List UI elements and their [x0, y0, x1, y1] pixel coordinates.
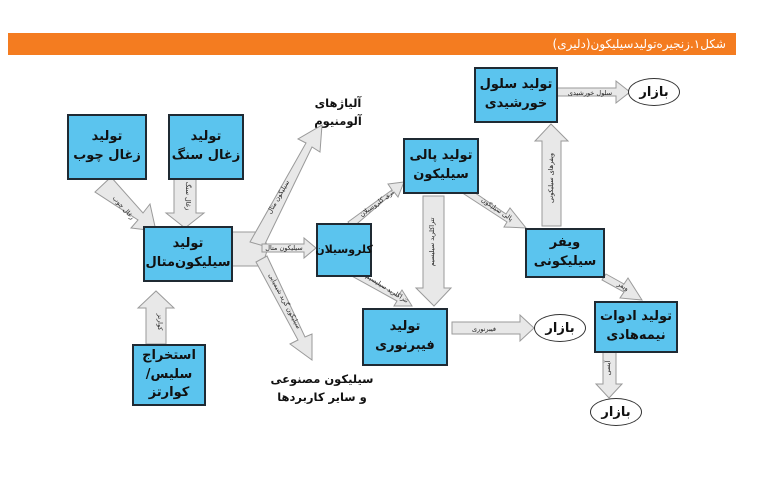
box-fiber: تولید فیبرنوری	[362, 308, 448, 366]
box-semiconductor: تولید ادوات نیمه‌هادی	[594, 301, 678, 353]
arrow-poly-to-wafer: پالی سیلیکون	[463, 187, 528, 229]
arrow-to-aluminum: سیلیکون متال	[249, 124, 323, 247]
arrow-label-tet2: تتراکلرید سیلیسیم	[428, 217, 436, 266]
box-wood-charcoal: تولید زغال چوب	[67, 114, 147, 180]
box-chlorosilane: کلروسیلان	[315, 223, 373, 277]
arrow-label-cl: سیلیکون متال	[265, 244, 302, 252]
arrow-label-stone: زغال سنگ	[184, 182, 192, 211]
box-quartz: استخراج سلیس/ کوارتز	[132, 344, 206, 406]
arrow-label-ic: آیسی	[603, 359, 612, 375]
arrow-wood-to-metal: زغال چوب	[94, 176, 157, 232]
box-wafer: ویفر سیلیکونی	[525, 228, 605, 278]
figure-caption: شکل۱.زنجیره‌تولیدسیلیکون(دلیری)	[8, 33, 736, 55]
arrow-semi-to-market: آیسی	[594, 351, 624, 399]
box-polysilicon: تولید پالی سیلیکون	[403, 138, 479, 194]
arrow-label-wafers: ویفرهای سیلیکونی	[547, 153, 555, 203]
box-stone-charcoal: تولید زغال سنگ	[168, 114, 244, 180]
arrow-quartz-to-metal: کوارتز	[136, 290, 176, 345]
arrow-label-cell: سلول خورشیدی	[568, 89, 612, 97]
arrow-cl-to-poly: تری کلروسیلان	[347, 181, 405, 229]
text-synthetic-silicon: سیلیکون مصنوعی و سایر کاربردها	[270, 372, 374, 405]
arrow-label-fiber: فیبرنوری	[472, 325, 496, 333]
arrow-label-tcs: تری کلروسیلان	[358, 188, 396, 218]
market-solar: بازار	[628, 78, 680, 106]
arrow-wafer-to-solar: ویفرهای سیلیکونی	[533, 123, 570, 227]
arrow-fiber-to-market: فیبرنوری	[451, 313, 535, 343]
box-silicon-metal: تولید سیلیکون‌متال	[143, 226, 233, 282]
arrow-solar-to-market: سلول خورشیدی	[555, 79, 631, 105]
arrow-to-chlorosilane: سیلیکون متال	[261, 236, 317, 260]
text-aluminum-alloys: آلیاژهای آلومنیوم	[314, 96, 362, 129]
box-solar-cell: تولید سلول خورشیدی	[474, 67, 558, 123]
market-semiconductor: بازار	[590, 398, 642, 426]
arrow-label-quartz: کوارتز	[156, 313, 164, 332]
arrow-stone-to-metal: زغال سنگ	[164, 177, 206, 229]
arrow-label-syn: سیلیکون گرید شیمیایی	[267, 272, 303, 330]
market-fiber: بازار	[534, 314, 586, 342]
arrow-wafer-to-semi: ویفر	[601, 273, 643, 301]
arrow-poly-to-fiber: تتراکلرید سیلیسیم	[414, 195, 453, 307]
arrow-to-synthetic: سیلیکون گرید شیمیایی	[255, 255, 313, 361]
